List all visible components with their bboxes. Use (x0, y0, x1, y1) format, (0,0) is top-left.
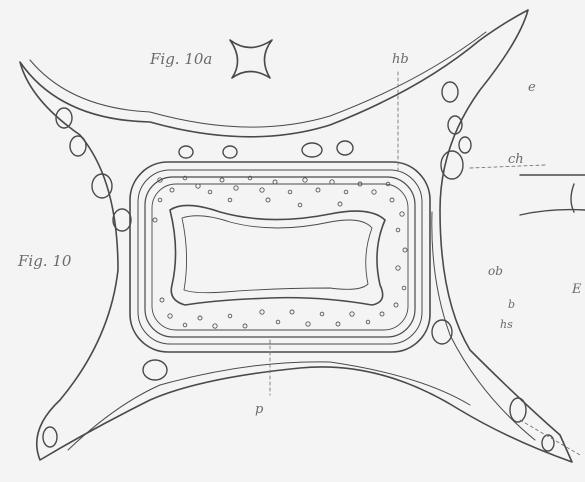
label-ob: ob (488, 264, 503, 278)
star-section-small (230, 40, 272, 78)
cell-wall-layer-2 (138, 170, 422, 344)
cell-wall-layer-3 (145, 177, 415, 337)
label-b: b (508, 298, 515, 311)
label-hs: hs (500, 318, 513, 331)
label-e: e (528, 80, 536, 95)
stippling (153, 176, 407, 328)
figure-label-10a: Fig. 10a (150, 50, 212, 68)
inner-section-outline (30, 32, 535, 450)
label-hb: hb (392, 52, 409, 67)
central-lumen-inner (182, 216, 372, 293)
label-ch: ch (508, 152, 524, 167)
adjacent-section-fragment (520, 175, 585, 215)
label-edge-right: E (572, 282, 582, 297)
oil-duct-group (43, 82, 554, 451)
figure-label-main: Fig. 10 (18, 252, 71, 270)
label-p: p (255, 402, 263, 417)
